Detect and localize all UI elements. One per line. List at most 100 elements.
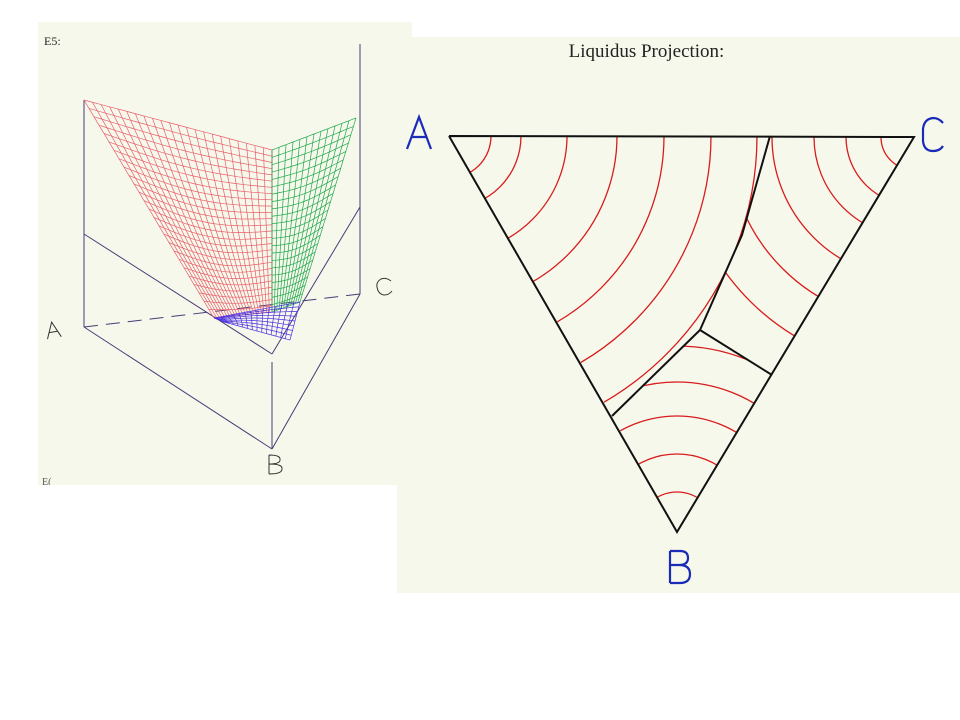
isotherm-a xyxy=(449,136,712,399)
mesh-line xyxy=(271,226,324,247)
isotherm-c xyxy=(727,136,914,324)
mesh-line xyxy=(178,258,273,273)
mesh-line xyxy=(158,225,273,247)
mesh-line xyxy=(117,108,225,318)
edge-ab-base xyxy=(83,326,273,450)
isotherms-field-c xyxy=(700,136,914,370)
mesh-line xyxy=(271,126,354,158)
mesh-line xyxy=(88,108,273,157)
liquidus-surface-3d-panel: E5: E( xyxy=(38,22,412,485)
mesh-line xyxy=(218,317,296,322)
isotherm-lines xyxy=(449,136,914,532)
isotherm-b xyxy=(636,491,718,532)
mesh-line xyxy=(271,276,308,291)
ternary-projection-plot xyxy=(405,113,944,585)
vertex-a-label xyxy=(47,320,62,340)
mesh-line xyxy=(148,208,273,233)
mesh-line xyxy=(134,113,231,317)
edge-ab-mid xyxy=(83,233,273,355)
isotherm-b xyxy=(612,345,772,532)
mesh-line xyxy=(292,125,336,305)
figure-label: E5: xyxy=(44,34,61,48)
mesh-line xyxy=(128,175,273,207)
mesh-line xyxy=(118,158,273,194)
mesh-line xyxy=(183,267,273,279)
edge-bc-base xyxy=(271,293,361,450)
mesh-line xyxy=(123,166,273,201)
triangle-outline xyxy=(448,135,916,534)
edge-ac-base-hidden xyxy=(83,293,361,328)
cotectic-boundaries xyxy=(448,135,916,534)
vertex-b-label xyxy=(668,549,692,585)
mesh-line xyxy=(271,259,313,276)
mesh-line xyxy=(215,306,299,319)
mesh-line xyxy=(254,145,268,313)
prism-frame xyxy=(83,44,361,450)
mesh-line xyxy=(213,301,301,319)
mesh-line xyxy=(113,149,273,188)
isotherms-field-a xyxy=(449,136,758,416)
corner-label: E( xyxy=(42,477,52,485)
mesh-line xyxy=(163,233,273,254)
mesh-line xyxy=(193,284,273,292)
mesh-line xyxy=(98,124,273,170)
mesh-line xyxy=(271,293,303,305)
mesh-line xyxy=(271,284,306,298)
isotherm-a xyxy=(449,136,618,305)
isotherm-c xyxy=(700,136,914,370)
surface-c-mesh xyxy=(271,117,357,313)
projection-title: Liquidus Projection: xyxy=(568,41,725,62)
mesh-line xyxy=(143,200,273,227)
mesh-line xyxy=(271,193,334,217)
mesh-line xyxy=(93,116,273,163)
isotherm-b xyxy=(612,453,756,532)
mesh-line xyxy=(271,301,301,313)
mesh-line xyxy=(153,217,273,240)
surface-b-mesh xyxy=(213,301,301,341)
surface-a-mesh xyxy=(83,99,273,319)
mesh-line xyxy=(203,299,273,304)
mesh-line xyxy=(271,243,318,261)
boundary-ac-ternary xyxy=(699,135,771,331)
isotherm-b xyxy=(612,381,772,532)
mesh-line xyxy=(220,319,294,327)
mesh-line xyxy=(271,159,344,188)
mesh-line xyxy=(237,140,262,314)
mesh-line xyxy=(222,321,292,336)
mesh-line xyxy=(108,141,273,182)
mesh-line xyxy=(223,321,291,341)
liquidus-projection-panel: Liquidus Projection: xyxy=(397,37,960,593)
mesh-line xyxy=(133,183,273,213)
mesh-line xyxy=(198,292,273,298)
isotherm-c xyxy=(771,136,914,280)
mesh-line xyxy=(271,142,349,173)
mesh-line xyxy=(271,268,311,283)
mesh-line xyxy=(271,218,326,239)
mesh-line xyxy=(168,242,273,260)
mesh-line xyxy=(271,167,341,195)
mesh-line xyxy=(138,191,273,220)
mesh-line xyxy=(271,176,339,202)
isotherm-a xyxy=(449,136,665,352)
surface-3d-plot xyxy=(47,44,393,475)
mesh-line xyxy=(271,234,321,254)
mesh-line xyxy=(209,305,273,311)
mesh-line xyxy=(271,151,346,180)
mesh-line xyxy=(173,250,273,267)
mesh-line xyxy=(271,209,329,232)
vertex-c-label xyxy=(921,116,944,153)
mesh-line xyxy=(83,99,273,151)
mesh-line xyxy=(216,311,298,320)
mesh-line xyxy=(271,184,336,210)
isotherm-a xyxy=(449,136,568,255)
boundary-bc-ternary xyxy=(699,329,773,376)
boundary-ab-ternary xyxy=(611,329,701,417)
isotherm-a xyxy=(449,136,758,416)
mesh-line xyxy=(221,320,293,331)
mesh-line xyxy=(271,201,331,224)
isotherm-b xyxy=(612,415,772,532)
mesh-line xyxy=(217,314,297,320)
mesh-line xyxy=(271,117,357,151)
mesh-line xyxy=(103,133,273,176)
vertex-c-label xyxy=(376,277,393,296)
